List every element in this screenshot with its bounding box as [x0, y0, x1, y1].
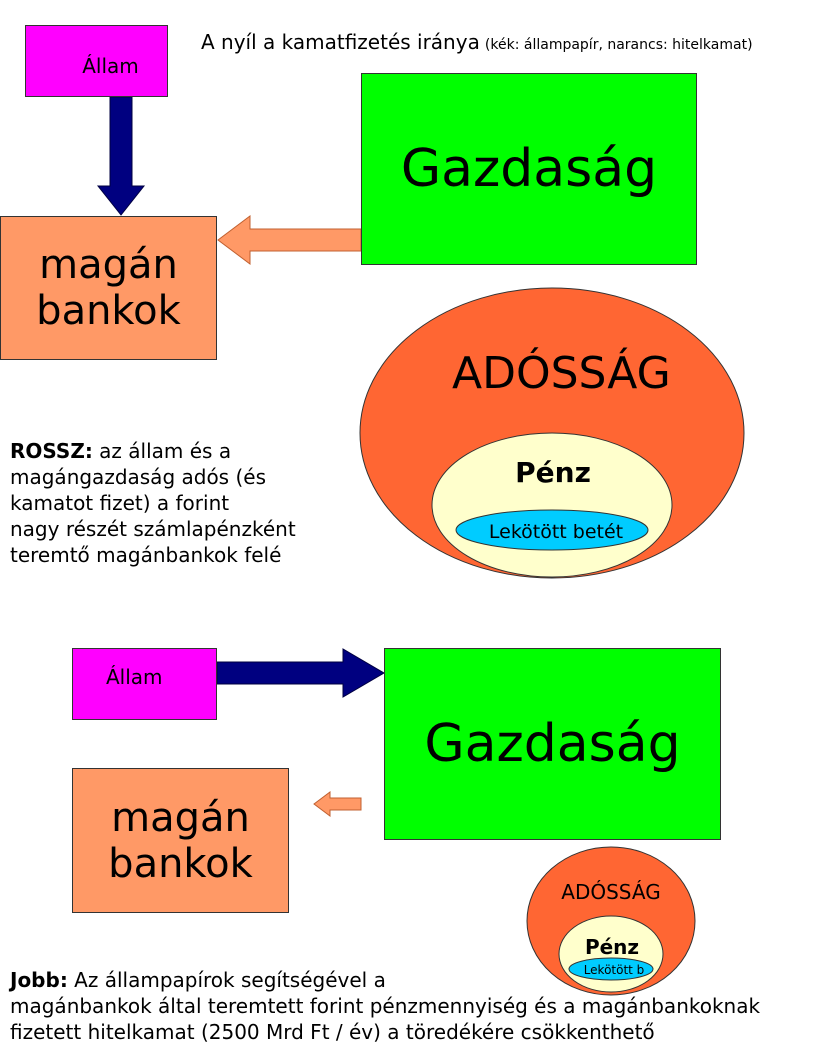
top-betet-ellipse	[455, 509, 649, 551]
bottom-betet-ellipse	[568, 957, 654, 981]
top-orange-arrow	[217, 215, 362, 265]
bottom-bank-line2: bankok	[108, 840, 253, 887]
top-gazdasag-label: Gazdaság	[400, 139, 658, 199]
bottom-bank-line1: magán	[111, 794, 250, 841]
bottom-betet-label: Lekötött b	[583, 963, 645, 977]
bottom-orange-arrow	[313, 791, 362, 817]
top-penz-ellipse	[431, 432, 673, 578]
legend-main: A nyíl a kamatfizetés iránya	[201, 30, 480, 54]
top-caption: ROSSZ: az állam és a magángazdaság adós …	[10, 438, 350, 568]
top-bank-line1: magán	[39, 242, 178, 288]
top-caption-line1: az állam és a	[92, 439, 232, 463]
top-caption-line2: magángazdaság adós (és	[10, 465, 266, 489]
bottom-gazdasag-label: Gazdaság	[424, 714, 681, 774]
bottom-allam-label: Állam	[106, 665, 163, 689]
legend-detail: (kék: állampapír, narancs: hitelkamat)	[484, 37, 753, 53]
bottom-gazdasag-box: Gazdaság	[384, 648, 721, 840]
bottom-caption-line1: Az állampapírok segítségével a	[67, 968, 386, 992]
top-blue-arrow	[96, 96, 146, 216]
top-bank-box: magán bankok	[0, 216, 217, 360]
legend: A nyíl a kamatfizetés iránya (kék: állam…	[201, 30, 753, 54]
bottom-caption-line3: fizetett hitelkamat (2500 Mrd Ft / év) a…	[10, 1020, 655, 1044]
bottom-blue-arrow	[216, 648, 385, 698]
top-penz-label: Pénz	[515, 456, 591, 489]
top-caption-line4: nagy részét számlapénzként	[10, 517, 296, 541]
top-gazdasag-box: Gazdaság	[361, 73, 697, 265]
bottom-penz-label: Pénz	[584, 935, 640, 959]
bottom-caption-bold: Jobb:	[10, 968, 68, 992]
bottom-allam-box: Állam	[72, 648, 217, 720]
top-betet-label: Lekötött betét	[488, 521, 624, 543]
top-caption-line5: teremtő magánbankok felé	[10, 543, 282, 567]
bottom-bank-box: magán bankok	[72, 768, 289, 913]
top-caption-line3: kamatot fizet) a forint	[10, 491, 230, 515]
top-adossag-label: ADÓSSÁG	[452, 348, 671, 399]
top-bank-line2: bankok	[36, 288, 181, 334]
bottom-caption: Jobb: Az állampapírok segítségével a mag…	[10, 967, 816, 1045]
top-allam-label: Állam	[82, 54, 139, 78]
bottom-adossag-label: ADÓSSÁG	[561, 880, 661, 904]
top-allam-box: Állam	[25, 25, 168, 97]
top-caption-bold: ROSSZ:	[10, 439, 93, 463]
bottom-caption-line2: magánbankok által teremtett forint pénzm…	[10, 994, 761, 1018]
